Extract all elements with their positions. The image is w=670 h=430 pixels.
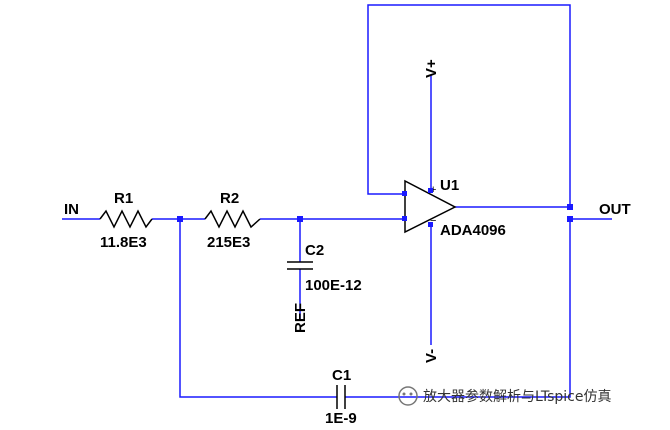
capacitor-c1: C1 1E-9 [325, 367, 357, 427]
ports: IN OUT REF V+ V- [64, 59, 631, 363]
c2-value: 100E-12 [305, 277, 362, 294]
capacitor-c2: C2 100E-12 [287, 242, 362, 294]
node-pin-noninv [402, 216, 407, 221]
c1-value: 1E-9 [325, 410, 357, 427]
r1-name: R1 [114, 190, 133, 207]
opamp-plus-sign: + [430, 184, 436, 196]
r2-name: R2 [220, 190, 239, 207]
opamp-u1: + − U1 ADA4096 [404, 177, 506, 239]
wire-c1-right [345, 219, 571, 398]
node-out-top [567, 204, 573, 210]
c1-name: C1 [332, 367, 351, 384]
resistor-r2: R2 215E3 [204, 190, 261, 251]
r1-value: 11.8E3 [100, 234, 147, 251]
node-junction-r1r2 [177, 216, 183, 222]
u1-name: U1 [440, 177, 459, 194]
c2-name: C2 [305, 242, 324, 259]
port-vpos-label: V+ [423, 59, 440, 78]
wires [62, 4, 612, 398]
wechat-icon-eye-right [409, 392, 413, 396]
nodes [177, 188, 573, 227]
resistor-r1-symbol [99, 209, 153, 229]
u1-part: ADA4096 [440, 222, 506, 239]
node-out-bottom [567, 216, 573, 222]
wire-c1-left [179, 219, 337, 398]
opamp-triangle [404, 179, 457, 234]
node-junction-c2 [297, 216, 303, 222]
r2-value: 215E3 [207, 234, 250, 251]
port-in-label: IN [64, 201, 79, 218]
wechat-icon-eye-left [402, 392, 406, 396]
resistor-r1: R1 11.8E3 [99, 190, 153, 251]
wechat-icon [398, 386, 418, 406]
node-pin-inv [402, 191, 407, 196]
opamp-minus-sign: − [430, 215, 436, 227]
port-vneg-label: V- [423, 349, 440, 363]
port-ref-label: REF [292, 303, 309, 333]
watermark-text: 放大器参数解析与LTspice仿真 [423, 388, 612, 405]
node-pin-vpos [428, 188, 433, 193]
node-pin-vneg [428, 222, 433, 227]
port-out-label: OUT [599, 201, 631, 218]
wire-feedback [367, 4, 571, 207]
resistor-r2-symbol [204, 209, 261, 229]
watermark: 放大器参数解析与LTspice仿真 [398, 386, 612, 406]
